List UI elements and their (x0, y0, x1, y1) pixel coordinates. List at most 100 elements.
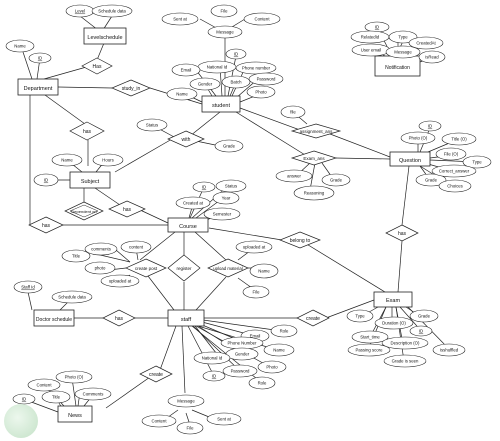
attribute-ellipse (249, 263, 279, 279)
attribute-ellipse (92, 153, 124, 167)
attribute-exam-id: ID (409, 325, 433, 337)
attribute-ans-grade: Grade (321, 173, 351, 187)
relationship-with: with (167, 130, 205, 148)
entity-levelschedule: Levelschedule (83, 27, 127, 45)
attribute-notif-message: Message (385, 45, 421, 59)
attribute-ellipse (346, 309, 374, 323)
relationship-has-doctor-schedule: has (102, 309, 136, 327)
attribute-ellipse (381, 336, 429, 350)
attribute-start-time: Start_time (351, 330, 389, 344)
attribute-staff-role2: Role (248, 376, 276, 390)
entity-label: staff (181, 317, 192, 323)
attribute-ellipse (176, 421, 204, 435)
attribute-label: Email (181, 68, 192, 73)
attribute-subj-hours: Hours (92, 153, 124, 167)
attribute-news-title: Title (41, 390, 71, 404)
attribute-dept-name: Name (5, 39, 35, 53)
attribute-news-photo: Photo (O) (55, 370, 93, 384)
attribute-label: Phone Number (228, 341, 257, 346)
attribute-label: Photo (266, 365, 278, 370)
attribute-label: Role (258, 381, 267, 386)
attribute-staff-id: Staff Id (13, 280, 43, 294)
relationship-label: with (182, 137, 191, 143)
entity-label: Course (179, 224, 197, 230)
attribute-ellipse (293, 185, 335, 201)
attribute-ellipse (51, 290, 93, 304)
attribute-staff-msg-content: Content (141, 414, 177, 428)
attribute-ellipse (28, 52, 52, 64)
attribute-label: Status (146, 123, 158, 128)
attribute-ellipse (415, 173, 447, 187)
attribute-ellipse (242, 285, 270, 299)
attribute-ellipse (84, 261, 116, 275)
attribute-staff-national-id: National Id (193, 351, 231, 365)
attribute-label: Type (355, 314, 365, 319)
attribute-ellipse (235, 240, 273, 254)
attribute-ellipse (374, 316, 414, 330)
attribute-choices: Choices (438, 179, 472, 193)
attribute-doc-schedule-data: Schedule data (51, 290, 93, 304)
entity-exam: Exam (373, 291, 413, 308)
relationship-label: create (306, 316, 320, 322)
attribute-isshuffled: Isshuffled (432, 343, 466, 357)
attribute-label: Phone number (242, 66, 271, 71)
attribute-label: Isshuffled (440, 348, 459, 353)
attribute-ellipse (202, 370, 226, 382)
attribute-ellipse (462, 155, 492, 169)
attribute-label: Reasoning (304, 191, 325, 196)
attribute-stu-id: ID (225, 48, 247, 60)
attribute-label: ID (419, 329, 423, 334)
attribute-ellipse (207, 25, 243, 39)
attribute-label: Content (36, 383, 52, 388)
entity-label: News (68, 413, 82, 419)
attribute-ellipse (51, 153, 83, 167)
attribute-label: ID (38, 56, 42, 61)
relationship-label: has (83, 129, 92, 135)
attribute-label: Status (225, 184, 237, 189)
attribute-label: Content (151, 419, 167, 424)
relationship-label: has (398, 231, 407, 237)
relationship-register: register (167, 254, 201, 282)
attribute-course-id: ID (192, 181, 216, 193)
attribute-ellipse (120, 240, 152, 254)
attribute-course-created-at: Created at (175, 196, 211, 210)
attribute-label: File (253, 290, 261, 295)
entity-student: student (201, 95, 241, 113)
attribute-news-content: Content (27, 378, 61, 392)
attribute-label: Gender (198, 82, 213, 87)
attribute-passing-score: Passing score (347, 343, 391, 357)
attribute-notif-type: Type (388, 30, 418, 44)
attribute-label: photo (95, 266, 106, 271)
attribute-email: Email (171, 63, 201, 77)
attribute-q-grade: Grade (415, 173, 447, 187)
attribute-label: Level (75, 9, 85, 14)
attribute-label: Gender (235, 352, 250, 357)
attribute-ellipse (248, 376, 276, 390)
attribute-ellipse (263, 343, 295, 357)
entity-course: Course (167, 217, 209, 233)
attribute-post-photo: photo (84, 261, 116, 275)
attribute-label: Email (250, 334, 261, 339)
attribute-ellipse (166, 87, 198, 101)
attribute-label: Message (216, 30, 234, 35)
attribute-ellipse (175, 196, 211, 210)
attribute-label: Message (394, 50, 412, 55)
attribute-label: Sent at (173, 17, 187, 22)
attribute-ellipse (167, 394, 205, 408)
attribute-ellipse (418, 50, 446, 64)
attribute-ellipse (74, 387, 112, 401)
attribute-ellipse (212, 191, 240, 205)
attribute-ellipse (61, 249, 91, 263)
attribute-news-comments: Comments (74, 387, 112, 401)
attribute-label: Description (O) (391, 341, 420, 346)
relationship-has-level: Has (81, 57, 113, 75)
attribute-label: ID (428, 124, 432, 129)
attribute-exam-type: Type (346, 309, 374, 323)
attribute-label: Name (176, 92, 188, 97)
attribute-ellipse (193, 351, 231, 365)
attribute-ellipse (270, 324, 298, 338)
attribute-label: Schedule data (58, 295, 86, 300)
relationship-has-course-subject: has (108, 200, 146, 218)
relationship-label: upload material (213, 266, 242, 271)
relationship-label: create (149, 372, 163, 378)
